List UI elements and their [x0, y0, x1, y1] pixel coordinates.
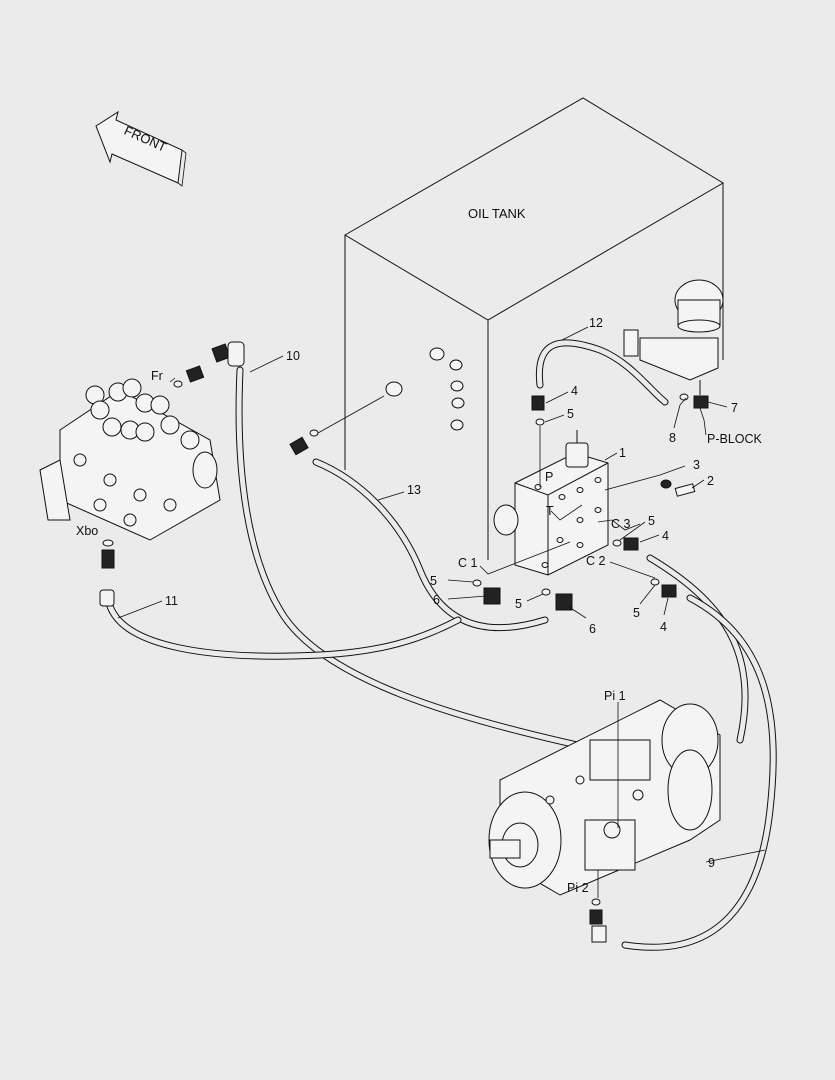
fitting-fr — [173, 341, 245, 388]
callout-5-top: 5 — [567, 407, 574, 421]
fitting-pi2 — [589, 870, 607, 943]
callout-6-left: 6 — [433, 593, 440, 607]
control-valve — [39, 378, 221, 541]
callout-5-c3: 5 — [648, 514, 655, 528]
pump-assembly — [488, 699, 721, 896]
fitting-p-port — [531, 395, 545, 487]
callout-4-c3: 4 — [662, 529, 669, 543]
callout-2: 2 — [707, 474, 714, 488]
callout-4-c2: 4 — [660, 620, 667, 634]
label-c2: C 2 — [586, 554, 606, 568]
label-port-p: P — [545, 470, 553, 484]
callout-12: 12 — [589, 316, 603, 330]
p-block-manifold — [493, 430, 609, 576]
callout-5-c1: 5 — [430, 574, 437, 588]
label-c3: C 3 — [611, 517, 631, 531]
fitting-c2 — [650, 578, 677, 598]
label-c1: C 1 — [458, 556, 478, 570]
bolt-and-washer — [660, 479, 696, 497]
label-xbo: Xbo — [76, 524, 98, 538]
fitting-p-block — [679, 393, 709, 409]
label-pi2: Pi 2 — [567, 881, 589, 895]
callout-5-c2: 5 — [633, 606, 640, 620]
callout-7: 7 — [731, 401, 738, 415]
tank-ports — [385, 347, 465, 431]
accumulator — [623, 279, 724, 395]
callout-3: 3 — [693, 458, 700, 472]
callout-5-c1-right: 5 — [515, 597, 522, 611]
label-port-t: T — [546, 504, 554, 518]
callout-6-right: 6 — [589, 622, 596, 636]
fitting-xbo — [99, 539, 115, 607]
front-arrow: FRONT — [95, 110, 187, 187]
fitting-c1-left — [472, 579, 501, 605]
callout-9: 9 — [708, 856, 715, 870]
leader-lines — [117, 326, 766, 863]
fitting-c3 — [612, 537, 639, 551]
callout-1: 1 — [619, 446, 626, 460]
callout-4-top: 4 — [571, 384, 578, 398]
callout-10: 10 — [286, 349, 300, 363]
fitting-13-end — [289, 429, 319, 456]
label-pi1: Pi 1 — [604, 689, 626, 703]
oil-tank-label: OIL TANK — [468, 206, 526, 221]
callout-11: 11 — [165, 594, 178, 608]
callout-8: 8 — [669, 431, 676, 445]
fitting-c1-right — [541, 588, 573, 611]
callout-13: 13 — [407, 483, 421, 497]
label-p-block: P-BLOCK — [707, 432, 763, 446]
oil-tank: OIL TANK — [344, 97, 724, 560]
label-fr: Fr — [151, 369, 163, 383]
